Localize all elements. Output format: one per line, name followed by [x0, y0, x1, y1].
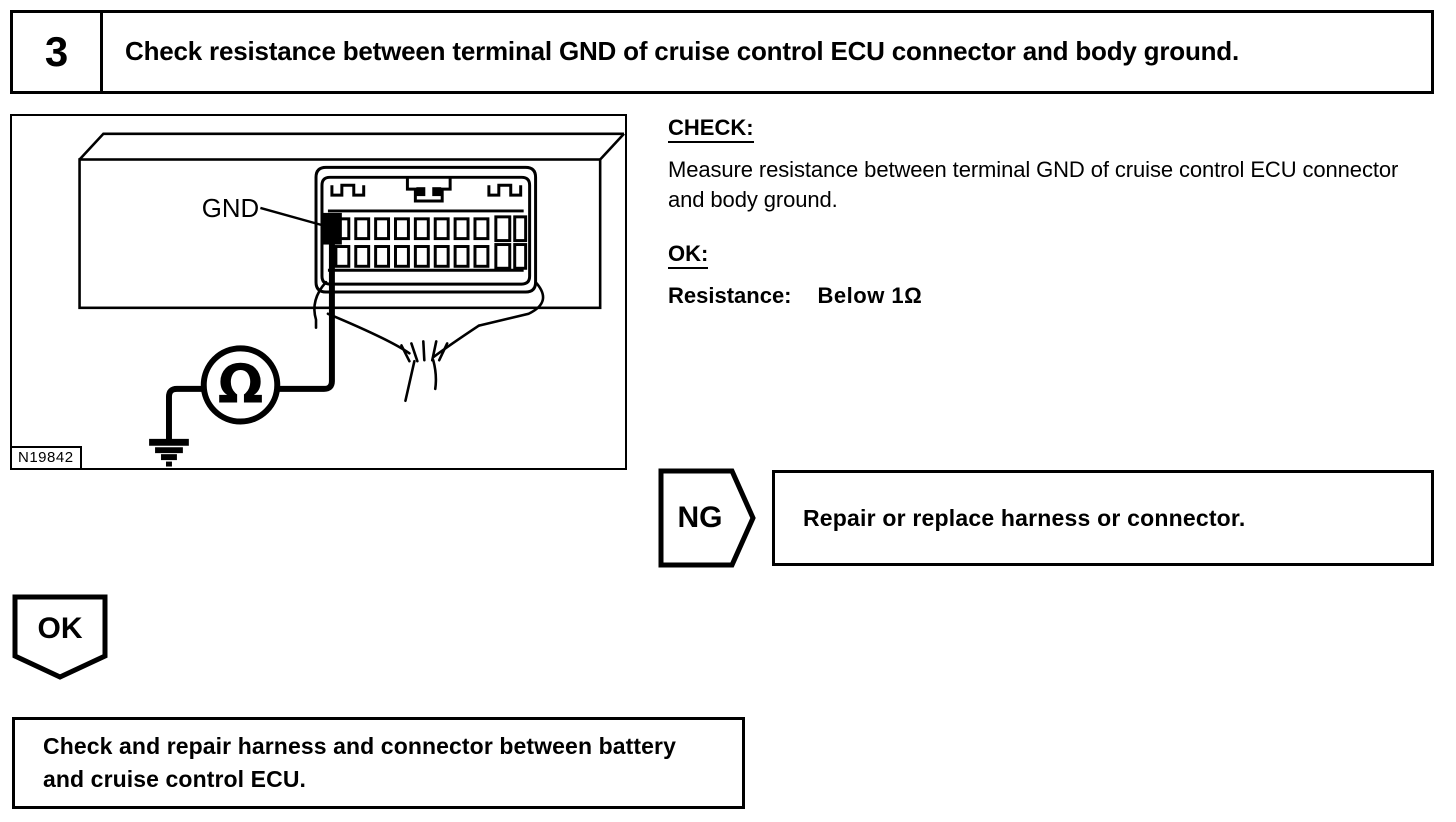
ohm-symbol: Ω — [218, 353, 264, 416]
ok-tag-label: OK — [37, 612, 83, 645]
figure-panel: GND Ω N19842 — [10, 114, 627, 470]
terminal-cavities — [334, 215, 528, 270]
gnd-leader-line — [260, 206, 329, 228]
gnd-callout-text: GND — [202, 195, 259, 223]
check-description: Measure resistance between terminal GND … — [668, 157, 1399, 212]
spec-key: Resistance: — [668, 282, 792, 308]
step-number-cell: 3 — [13, 13, 103, 91]
harness-sweep-right — [431, 324, 481, 359]
check-heading-wrap: CHECK: — [668, 115, 1438, 144]
ng-action-text: Repair or replace harness or connector. — [803, 504, 1246, 531]
step-title: Check resistance between terminal GND of… — [125, 36, 1240, 67]
ok-tag-shape — [12, 594, 108, 680]
latch-hole-left — [416, 187, 426, 197]
body-ground-symbol — [149, 438, 189, 467]
spec-value: Below 1Ω — [817, 282, 923, 308]
harness-wire-a — [404, 359, 416, 403]
ng-result-box: Repair or replace harness or connector. — [772, 470, 1434, 566]
probe-lead-right — [278, 244, 335, 392]
step-number: 3 — [44, 28, 69, 75]
harness-sweep-left — [326, 312, 411, 355]
step-title-cell: Check resistance between terminal GND of… — [103, 13, 1431, 91]
ecu-top-edge-left — [78, 132, 625, 161]
ok-heading-wrap: OK: — [668, 241, 1438, 269]
ecu-front-face — [78, 158, 602, 310]
ng-tag-label: NG — [677, 501, 723, 534]
ecu-connector-diagram: GND Ω — [78, 132, 625, 467]
harness-right-edge — [477, 280, 545, 327]
ok-tag: OK — [12, 594, 108, 680]
check-heading: CHECK: — [668, 115, 754, 144]
ecu-top-edge-right — [599, 132, 625, 161]
probe-lead-left — [165, 385, 204, 443]
ng-tag: NG — [658, 468, 756, 568]
ok-result-box: Check and repair harness and connector b… — [12, 717, 745, 809]
spec-row: Resistance: Below 1Ω — [668, 283, 1438, 309]
ok-heading: OK: — [668, 241, 709, 269]
harness-left-edge — [313, 280, 328, 329]
ng-branch: NG Repair or replace harness or connecto… — [658, 468, 1436, 568]
ohmmeter: Ω — [200, 345, 281, 425]
check-column: CHECK: Measure resistance between termin… — [668, 115, 1438, 309]
ok-action-text: Check and repair harness and connector b… — [43, 732, 676, 792]
gnd-terminal-highlight — [321, 212, 342, 245]
ng-tag-shape — [658, 468, 756, 568]
harness-wire-b — [431, 358, 438, 391]
figure-id-label: N19842 — [12, 446, 82, 468]
step-header: 3 Check resistance between terminal GND … — [10, 10, 1434, 94]
latch-hole-right — [432, 187, 442, 197]
